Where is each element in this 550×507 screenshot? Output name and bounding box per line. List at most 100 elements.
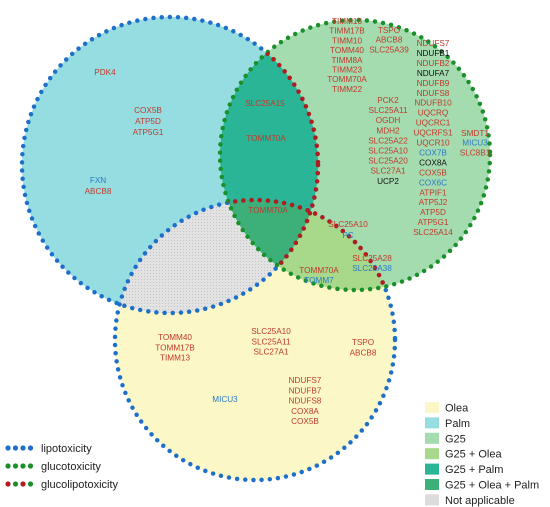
legend-dot-icon [27,481,34,487]
legend-swatch [425,432,439,444]
legend-dot-icon [12,445,19,451]
gene-label: ATP5D [135,117,161,126]
gene-label: NDUFS7 [417,39,450,48]
gene-label: SLC25A10 [328,220,368,229]
legend-swatch-item: Not applicable [425,494,515,507]
gene-label: UCP2 [377,177,399,186]
gene-label: NDUFS7 [289,376,322,385]
gene-label: TOMM70A [246,134,286,143]
legend-dot-icon [5,445,11,451]
gene-label: SLC25A10 [368,147,408,156]
gene-label: TOMM70A [248,206,288,215]
gene-label: TOMM7 [304,276,334,285]
gene-label: TIMM23 [332,66,362,75]
gene-label: COX5B [419,168,447,177]
gene-label: COX8A [419,158,447,167]
gene-label: SLC25A28 [352,254,392,263]
gene-label: NDUFA7 [417,69,450,78]
legend-swatch-item: G25 + Palm [425,463,503,476]
gene-label: PCK2 [377,96,399,105]
legend-dot-icon [27,463,34,469]
legend-dot-icon [12,463,19,469]
legend-swatch-item: G25 + Olea [425,448,502,461]
gene-label: ABCB8 [85,187,112,196]
legend-swatch [425,463,439,475]
legend-swatch [425,448,439,460]
gene-label: MICU3 [462,139,488,148]
gene-label: SLC25A20 [368,157,408,166]
gene-label: NDUFB7 [289,386,322,395]
legend-dot-label: glucolipotoxicity [41,479,119,491]
gene-label: FXN [90,176,106,185]
gene-label: TOMM70A [327,75,367,84]
gene-label: ABCB8 [376,36,403,45]
gene-label: PDK4 [94,68,116,77]
legend-dot-item: glucotoxicity [5,461,101,473]
legend-dot-icon [27,445,34,451]
gene-label: TOMM40 [330,46,364,55]
gene-label: TIMM8A [332,56,363,65]
gene-label: SLC8B1 [460,148,491,157]
olea-outline [112,197,398,483]
legend-swatch-label: Not applicable [445,495,515,507]
gene-label: COX8A [291,407,319,416]
gene-label: COX5B [291,417,319,426]
gene-label: TOMM40 [158,333,192,342]
legend-dot-label: glucotoxicity [41,461,101,473]
legend-swatch-label: Palm [445,418,470,430]
gene-label: OGDH [376,116,401,125]
gene-label: TSPO [378,26,400,35]
gene-label: TIMM22 [332,85,362,94]
gene-label: COX7B [419,148,447,157]
gene-label: UQCR10 [416,139,450,148]
gene-label: SLC25A11 [369,106,408,115]
gene-label: SLC27A1 [370,167,405,176]
legend-swatch-label: G25 [445,433,466,445]
legend-dot-item: glucolipotoxicity [5,479,119,491]
legend-swatch-item: Olea [425,402,469,415]
legend-dot-icon [20,445,26,451]
gene-labels: PDK4COX5BATP5DATP5G1FXNABCB8TIMM13TIMM17… [85,17,491,426]
gene-label: COX6C [419,178,447,187]
legend-swatch-item: Palm [425,417,470,430]
legend-dot-icon [20,481,26,487]
gene-label: NDUFS8 [417,89,450,98]
legend-dot-icon [5,463,11,469]
gene-label: TIMM10 [332,36,362,45]
gene-label: MICU3 [212,395,238,404]
gene-label: UQCRC1 [416,119,451,128]
legend-dot-icon [20,463,26,469]
toxicity-legend: lipotoxicity glucotoxicity glucolipotoxici… [5,443,119,491]
legend-swatch-item: G25 + Olea + Palm [425,479,539,492]
gene-label: COX5B [134,106,162,115]
gene-label: SLC25A14 [413,228,453,237]
legend-swatch [425,494,439,506]
legend-swatch-label: G25 + Olea + Palm [445,480,539,492]
gene-label: UQCRFS1 [413,129,453,138]
gene-label: NDUFS8 [289,397,322,406]
gene-label: NDUFB1 [417,49,450,58]
gene-label: SLC25A22 [368,136,408,145]
gene-label: ABCB8 [350,348,377,357]
not-applicable-region [115,200,318,313]
gene-label: TIMM17B [329,27,365,36]
gene-label: SLC27A1 [253,348,288,357]
gene-label: SLC25A38 [352,264,392,273]
gene-label: ATP5G1 [418,218,449,227]
legend-dot-item: lipotoxicity [5,443,92,455]
gene-label: SLC25A10 [251,327,291,336]
gene-label: UQCRQ [418,109,448,118]
legend-swatch-label: Olea [445,403,469,415]
legend-swatch [425,402,439,413]
gene-label: ATP5D [420,208,446,217]
legend-swatch [425,479,439,490]
gene-label: SLC25A15 [245,99,285,108]
legend-swatch-item: G25 [425,432,466,445]
gene-label: SLC25A39 [369,45,409,54]
gene-label: TIMM13 [332,17,362,26]
gene-label: ATP5G1 [133,128,164,137]
legend-dot-icon [5,481,11,487]
legend-swatch-label: G25 + Palm [445,464,503,476]
g25-outline [217,17,493,293]
